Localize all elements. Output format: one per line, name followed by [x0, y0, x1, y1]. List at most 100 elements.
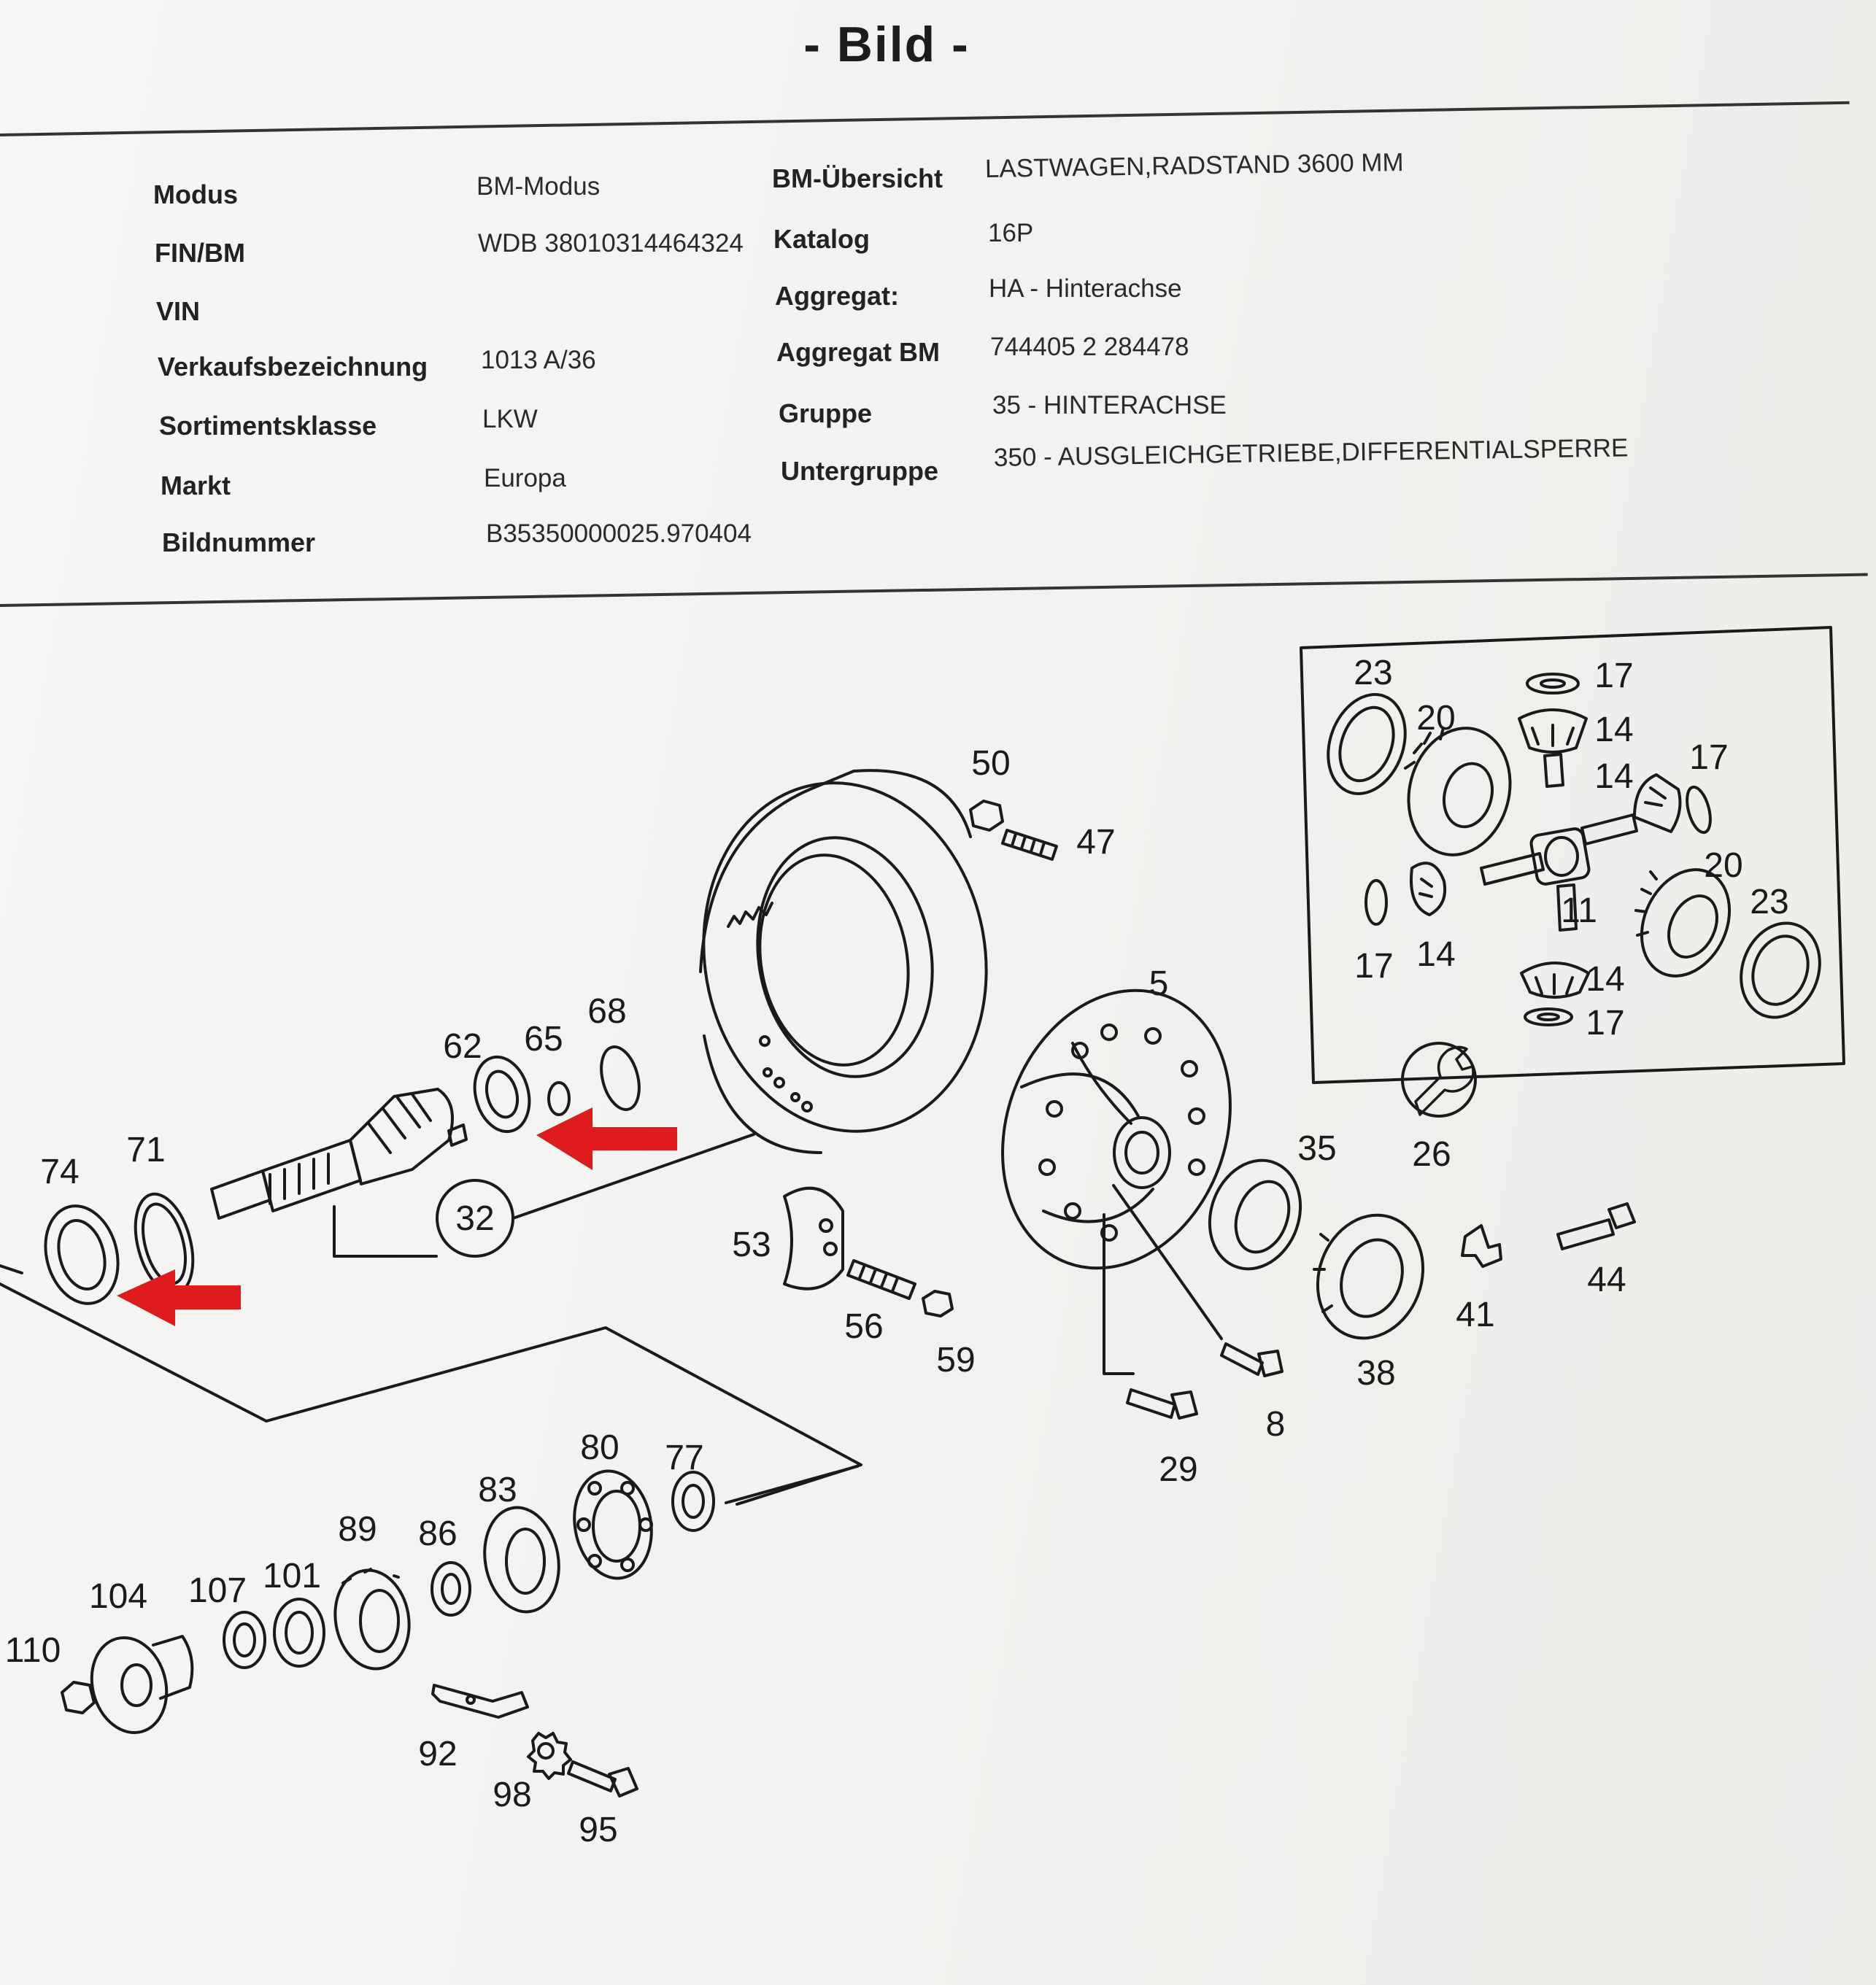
pinion-shaft: [210, 1088, 468, 1220]
part-number-callout: 41: [1456, 1296, 1494, 1334]
bearing-83: [483, 1506, 560, 1614]
part-number-callout: 59: [936, 1341, 975, 1380]
part-number-callout: 107: [188, 1571, 247, 1610]
part-number-callout: 89: [338, 1510, 377, 1549]
inset-pinion-14-left: [1410, 862, 1446, 916]
part-number-callout: 47: [1076, 823, 1115, 862]
part-number-callout: 92: [418, 1735, 457, 1773]
info-label-fin: FIN/BM: [155, 238, 245, 268]
differential-housing: [1001, 988, 1232, 1270]
info-value-gruppe: 35 - HINTERACHSE: [992, 391, 1227, 419]
info-label-bm-uebersicht: BM-Übersicht: [772, 163, 943, 193]
inset-side-gear-20-top: [1404, 727, 1512, 856]
part-number-callout: 110: [5, 1631, 61, 1670]
part-number-callout: 32: [455, 1199, 494, 1238]
part-number-callout: 53: [732, 1226, 771, 1264]
part-number-callout: 17: [1594, 657, 1633, 695]
inset-washer-17-bottom: [1524, 1007, 1573, 1026]
wrench-icon: [1414, 1045, 1475, 1116]
inset-bearing-ring-23-top: [1327, 693, 1407, 795]
part-number-callout: 65: [524, 1020, 563, 1059]
bearing-74: [44, 1204, 120, 1305]
part-number-callout: 14: [1416, 935, 1455, 974]
part-number-callout: 77: [665, 1439, 703, 1477]
info-label-untergruppe: Untergruppe: [781, 456, 938, 486]
info-label-verkaufsbezeichnung: Verkaufsbezeichnung: [158, 352, 428, 382]
inset-washer-17-left: [1364, 879, 1388, 926]
part-number-callout: 14: [1594, 757, 1633, 796]
seal-77: [671, 1471, 715, 1532]
nut-50: [969, 800, 1004, 832]
info-label-aggregat: Aggregat:: [775, 281, 899, 311]
lock-41: [1461, 1224, 1502, 1268]
red-arrow-bearing-62: [536, 1107, 677, 1170]
part-number-callout: 17: [1689, 738, 1728, 777]
hub-104: [90, 1635, 194, 1735]
lock-plate-92: [431, 1684, 529, 1719]
bolt-44: [1556, 1202, 1636, 1250]
bearing-89: [333, 1568, 411, 1671]
part-number-callout: 5: [1149, 964, 1169, 1003]
part-number-callout: 38: [1356, 1354, 1395, 1393]
seal-107: [223, 1611, 266, 1669]
info-label-modus: Modus: [153, 179, 238, 209]
nut-59: [922, 1290, 954, 1317]
cage-80: [573, 1469, 653, 1580]
part-number-callout: 14: [1586, 960, 1624, 999]
part-number-callout: 50: [971, 744, 1010, 783]
leader-8: [1112, 1184, 1223, 1340]
part-number-callout: 23: [1750, 883, 1788, 921]
info-label-markt: Markt: [161, 471, 231, 500]
nut-110: [61, 1681, 96, 1714]
part-number-callout: 56: [844, 1307, 883, 1346]
part-number-callout: 20: [1704, 846, 1742, 885]
part-number-callout: 95: [579, 1811, 617, 1849]
info-value-aggregat: HA - Hinterachse: [989, 274, 1182, 303]
page-title: - Bild -: [803, 17, 970, 72]
part-number-callout: 29: [1159, 1450, 1197, 1489]
bolt-29: [1126, 1388, 1198, 1420]
bearing-62: [473, 1055, 531, 1134]
info-label-sortimentsklasse: Sortimentsklasse: [159, 411, 377, 441]
info-label-gruppe: Gruppe: [779, 398, 873, 428]
bolt-47: [1001, 829, 1058, 861]
inset-bearing-ring-23-bottom: [1740, 921, 1821, 1019]
part-number-callout: 83: [478, 1471, 517, 1509]
part-number-callout: 17: [1586, 1004, 1624, 1042]
part-number-callout: 26: [1412, 1135, 1451, 1174]
part-number-callout: 86: [418, 1514, 457, 1553]
info-value-katalog: 16P: [988, 219, 1034, 247]
info-value-sortimentsklasse: LKW: [482, 405, 538, 433]
info-value-bildnummer: B35350000025.970404: [486, 519, 752, 548]
info-label-aggregat-bm: Aggregat BM: [776, 337, 940, 367]
washer-98: [527, 1732, 572, 1780]
part-number-callout: 14: [1594, 711, 1633, 749]
part-number-callout: 71: [126, 1131, 165, 1169]
inset-washer-17-a: [1526, 673, 1580, 694]
part-number-callout: 17: [1354, 947, 1393, 986]
part-number-callout: 74: [40, 1153, 79, 1191]
info-value-fin: WDB 38010314464324: [478, 229, 744, 258]
spacer-86: [431, 1561, 471, 1617]
ring-gear: [699, 769, 988, 1154]
part-number-callout: 44: [1587, 1261, 1626, 1299]
bolt-56: [846, 1259, 916, 1300]
leader-29: [1103, 1213, 1135, 1375]
inset-box: [1300, 626, 1845, 1084]
info-label-vin: VIN: [156, 296, 201, 326]
adjusting-ring-38: [1313, 1213, 1425, 1340]
info-value-aggregat-bm: 744405 2 284478: [990, 333, 1189, 361]
part-number-callout: 101: [263, 1557, 321, 1595]
inset-cross-11: [1480, 753, 1638, 932]
part-number-callout: 35: [1297, 1129, 1336, 1168]
inset-pinion-14-bottom: [1520, 961, 1590, 999]
info-label-katalog: Katalog: [773, 224, 871, 254]
leader-32: [333, 1133, 755, 1258]
inset-pinion-14-a: [1518, 708, 1588, 754]
washer-65: [547, 1081, 571, 1116]
part-number-callout: 68: [587, 992, 626, 1031]
part-number-callout: 8: [1266, 1405, 1286, 1444]
part-number-callout: 98: [493, 1776, 531, 1814]
